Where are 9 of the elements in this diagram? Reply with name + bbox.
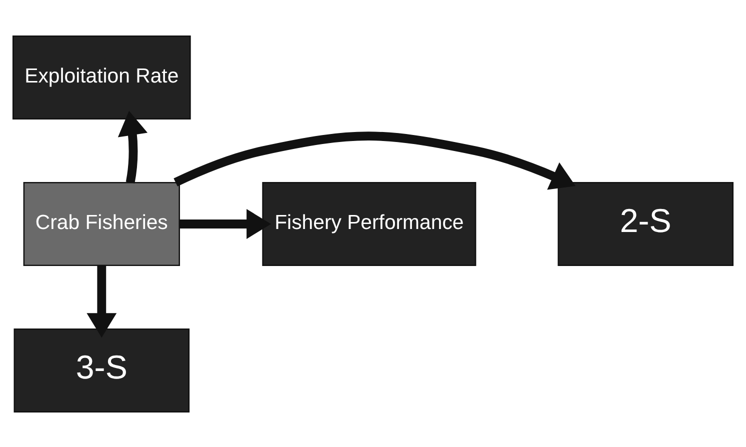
node-box: Crab Fisheries: [23, 181, 180, 266]
arrow: [118, 110, 148, 183]
node-box: 2-S: [558, 181, 734, 266]
arrow: [174, 131, 576, 190]
node-box: Fishery Performance: [262, 181, 476, 266]
arrow: [86, 265, 117, 338]
arrow: [180, 208, 272, 238]
node-box: 3-S: [14, 328, 190, 412]
node-box: Exploitation Rate: [12, 34, 191, 120]
